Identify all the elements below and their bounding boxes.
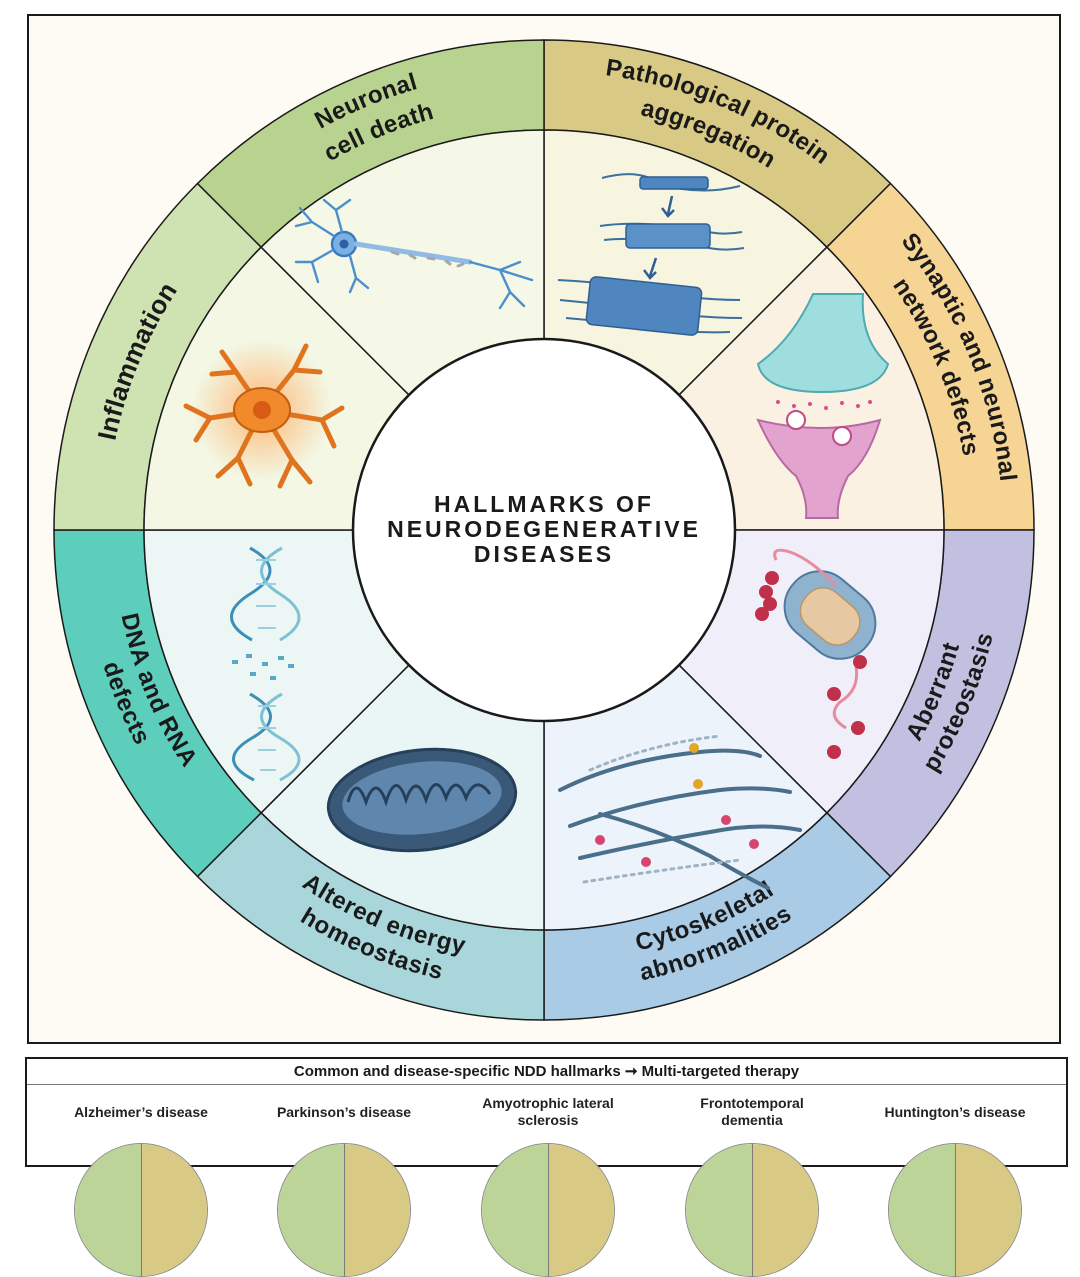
ubiquitin-icon xyxy=(755,571,867,759)
synapse-icon xyxy=(756,293,890,519)
center-circle xyxy=(351,337,737,723)
disease-alzheimers: Alzheimer’s disease xyxy=(51,1104,231,1121)
neuron-icon xyxy=(294,198,534,310)
disease-mini-wheel xyxy=(481,1143,615,1277)
disease-parkinsons: Parkinson’s disease xyxy=(254,1104,434,1121)
mitochondrion-icon xyxy=(326,747,518,853)
center-title-line-3: DISEASES xyxy=(474,541,614,567)
center-title-line-1: HALLMARKS OF xyxy=(434,491,654,517)
disease-mini-wheel xyxy=(888,1143,1022,1277)
cytoskeleton-icon xyxy=(558,734,802,890)
disease-name: Frontotemporal xyxy=(700,1095,804,1111)
disease-name: Alzheimer’s disease xyxy=(74,1104,208,1120)
disease-name: Huntington’s disease xyxy=(884,1104,1026,1120)
disease-name: sclerosis xyxy=(517,1112,579,1128)
panel-title: Common and disease-specific NDD hallmark… xyxy=(27,1060,1066,1085)
proteasome-icon xyxy=(755,548,877,759)
therapy-panel: Common and disease-specific NDD hallmark… xyxy=(25,1057,1068,1277)
disease-mini-wheel xyxy=(74,1143,208,1277)
disease-name: dementia xyxy=(721,1112,783,1128)
microglia-icon xyxy=(183,340,345,489)
dna-helix-icon xyxy=(230,546,301,782)
disease-mini-wheel xyxy=(277,1143,411,1277)
center-title-line-2: NEURODEGENERATIVE xyxy=(387,516,701,542)
hallmarks-wheel: Pathological proteinaggregationSynaptic … xyxy=(53,39,1035,1021)
protein-fibril-icon xyxy=(557,173,745,336)
disease-name: Amyotrophic lateral xyxy=(482,1095,614,1111)
disease-mini-wheel xyxy=(685,1143,819,1277)
disease-huntingtons: Huntington’s disease xyxy=(865,1104,1045,1121)
disease-name: Parkinson’s disease xyxy=(276,1104,412,1120)
